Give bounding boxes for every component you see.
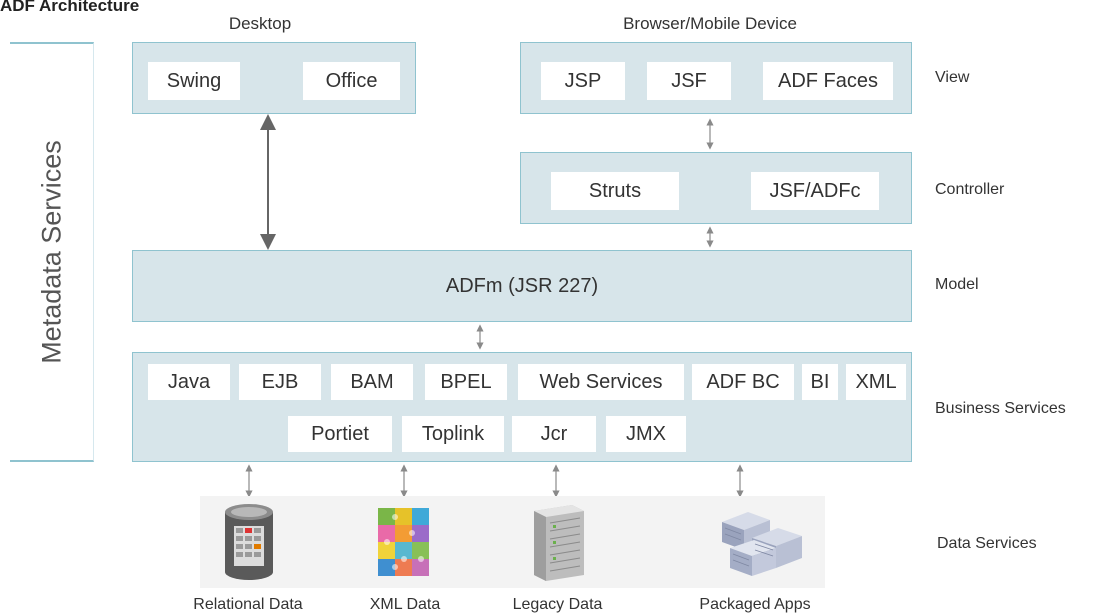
business-item-bi: BI [802, 364, 838, 400]
desktop-group-label: Desktop [228, 14, 292, 33]
controller-item-jsf-adfc: JSF/ADFc [751, 172, 879, 210]
browser-group-label: Browser/Mobile Device [623, 14, 797, 33]
data-source-label-xml: XML Data [369, 596, 441, 613]
diagram-title: ADF Architecture [0, 0, 140, 15]
business-item-web-services: Web Services [518, 364, 684, 400]
data-source-label-packaged: Packaged Apps [699, 596, 811, 613]
view-item-jsp: JSP [541, 62, 625, 100]
server-stack-icon [718, 504, 806, 580]
business-item-xml: XML [846, 364, 906, 400]
business-item-jmx: JMX [606, 416, 686, 452]
business-item-bpel: BPEL [425, 364, 507, 400]
layer-label-data: Data Services [937, 535, 1037, 552]
desktop-item-swing: Swing [148, 62, 240, 100]
business-item-jcr: Jcr [512, 416, 596, 452]
layer-label-business: Business Services [935, 400, 1066, 417]
business-item-java: Java [148, 364, 230, 400]
view-item-adf-faces: ADF Faces [763, 62, 893, 100]
business-item-bam: BAM [331, 364, 413, 400]
business-item-adf-bc: ADF BC [692, 364, 794, 400]
desktop-item-office: Office [303, 62, 400, 100]
model-panel: ADFm (JSR 227) [132, 250, 912, 322]
view-item-jsf: JSF [647, 62, 731, 100]
data-source-label-relational: Relational Data [193, 596, 303, 613]
layer-label-view: View [935, 69, 970, 86]
database-icon [222, 502, 276, 582]
business-item-portiet: Portiet [288, 416, 392, 452]
data-sources-strip [200, 496, 825, 588]
metadata-services-column [10, 42, 94, 462]
puzzle-icon [376, 506, 432, 578]
data-source-label-legacy: Legacy Data [512, 596, 603, 613]
layer-label-controller: Controller [935, 181, 1005, 198]
layer-label-model: Model [935, 276, 979, 293]
business-item-ejb: EJB [239, 364, 321, 400]
business-item-toplink: Toplink [402, 416, 504, 452]
model-label: ADFm (JSR 227) [445, 274, 599, 297]
controller-item-struts: Struts [551, 172, 679, 210]
server-rack-icon [524, 503, 588, 581]
